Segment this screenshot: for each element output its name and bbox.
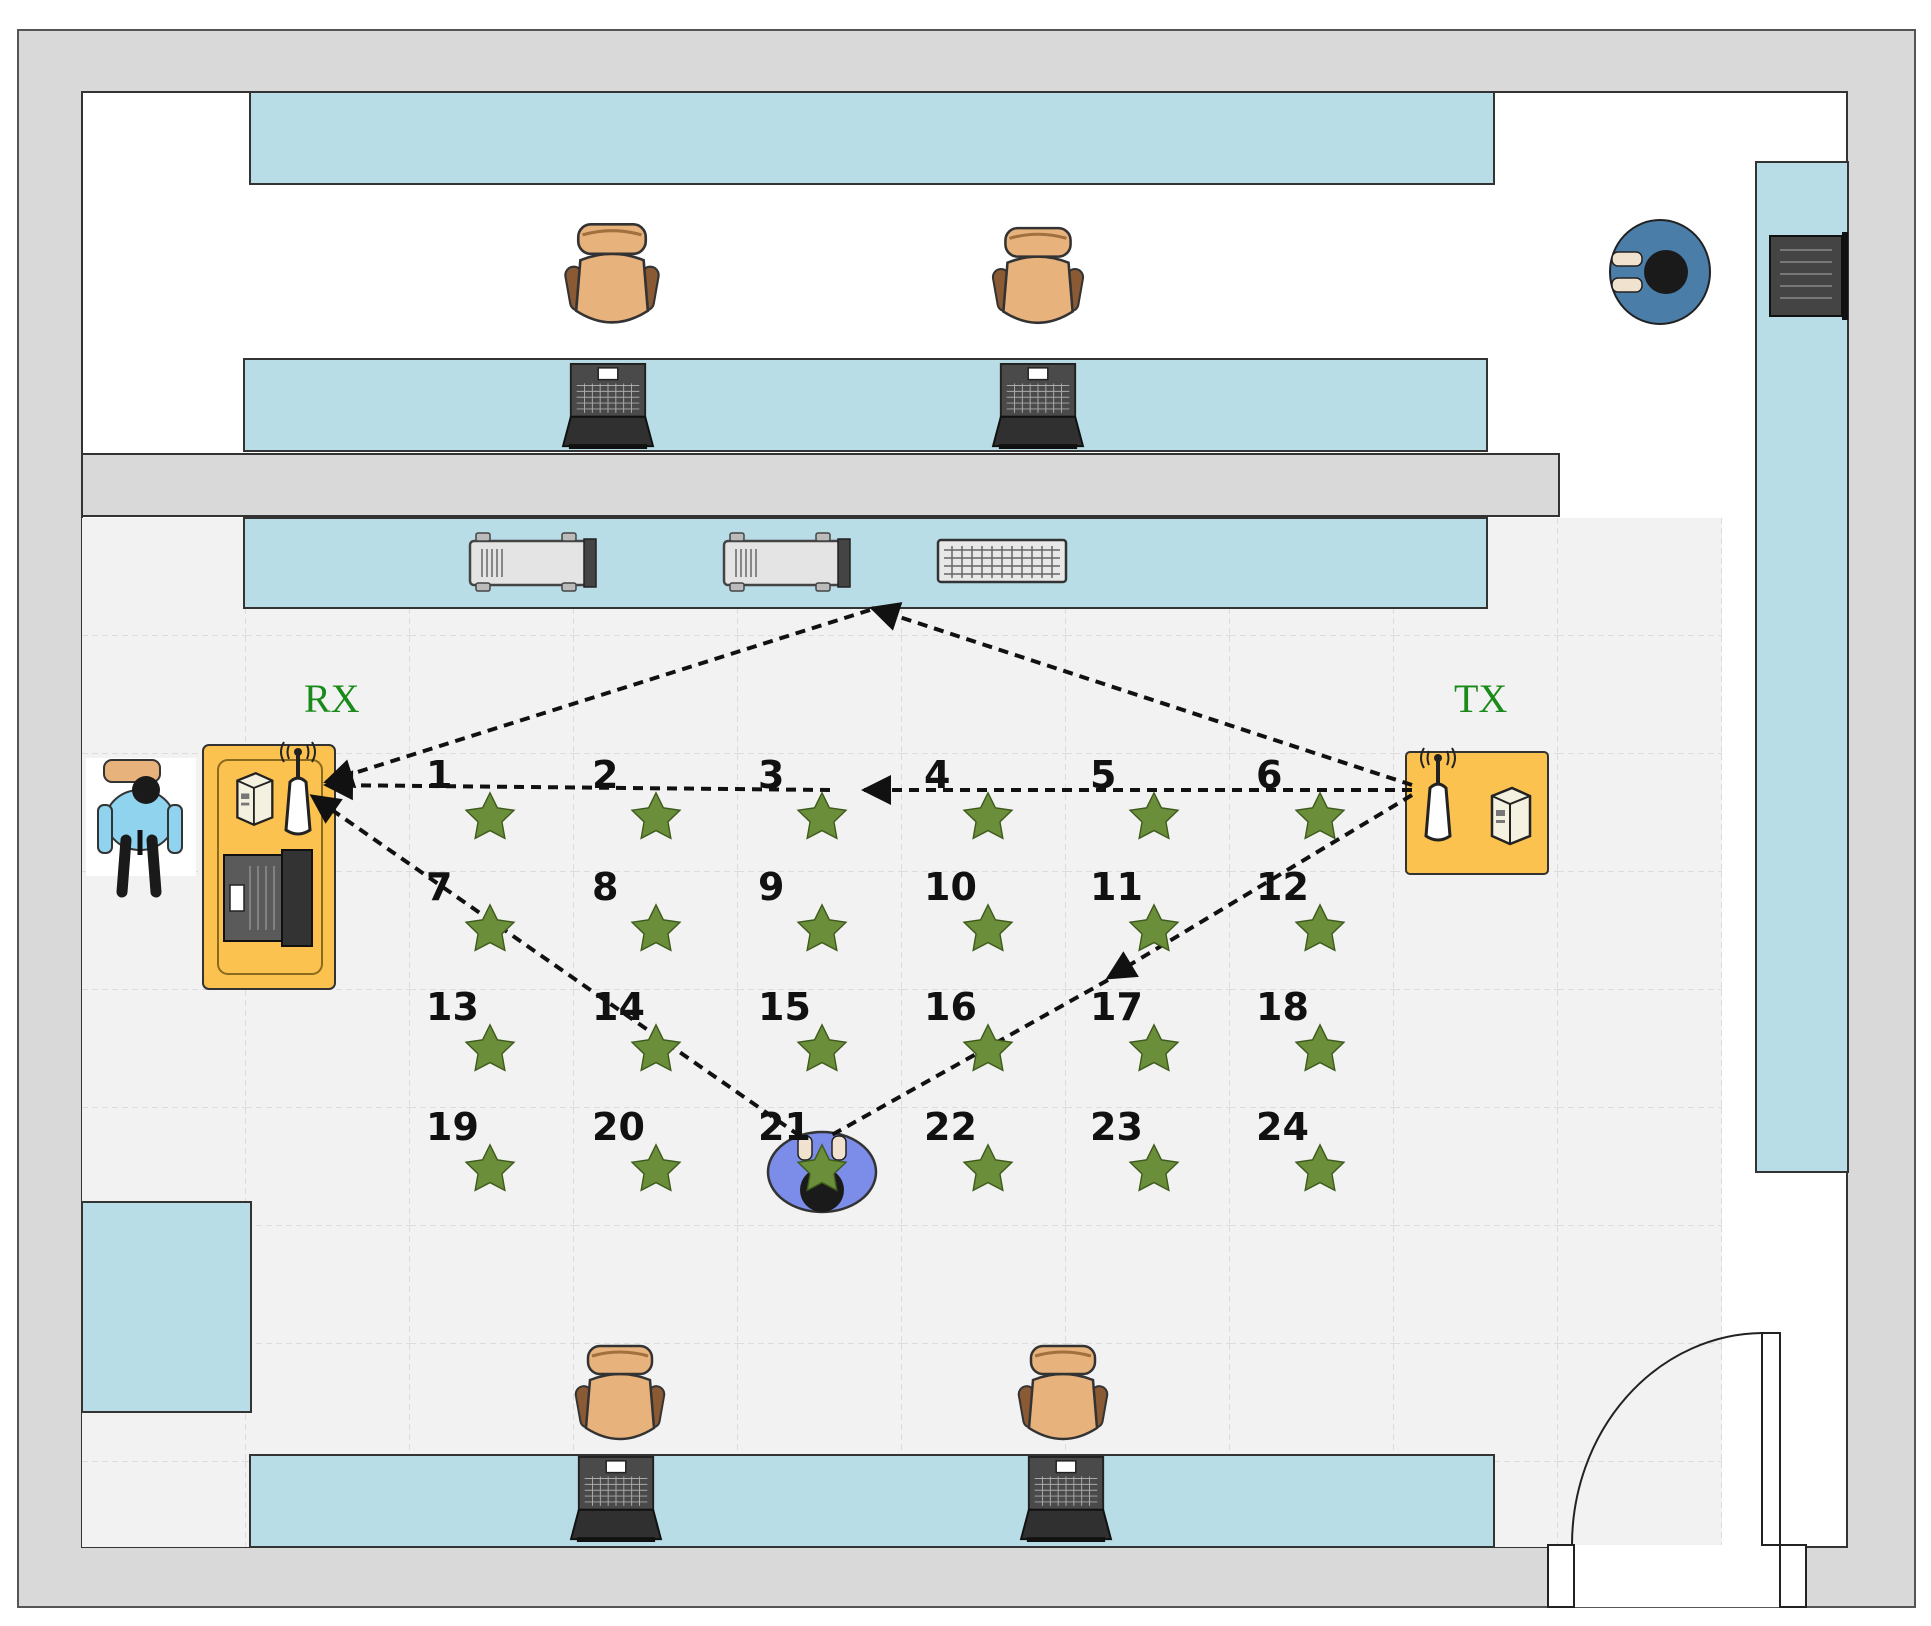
desk-upper-workstations [243, 358, 1488, 452]
person-icon [1609, 219, 1711, 325]
person-icon [86, 758, 196, 898]
point-label: 4 [924, 753, 950, 797]
point-label: 11 [1090, 865, 1143, 909]
point-label: 13 [426, 985, 479, 1029]
server-icon [468, 532, 598, 592]
path-tx-to-person-cont [829, 978, 1109, 1138]
point-label: 7 [426, 865, 452, 909]
computer-icon [236, 772, 274, 826]
point-label: 14 [592, 985, 645, 1029]
keyboard-icon [936, 538, 1068, 584]
equipment [468, 532, 1068, 592]
chair-icon [1015, 1344, 1111, 1441]
chair-icon [562, 222, 662, 325]
desk-top [249, 91, 1495, 185]
point-label: 23 [1090, 1105, 1143, 1149]
point-label: 10 [924, 865, 977, 909]
desks [81, 91, 1849, 1548]
server-icon [722, 532, 852, 592]
point-label: 17 [1090, 985, 1143, 1029]
laptop-icon [223, 849, 313, 947]
point-label: 21 [758, 1105, 811, 1149]
desk-left-small [81, 1201, 252, 1413]
point-label: 6 [1256, 753, 1282, 797]
chair-icon [990, 226, 1086, 325]
tiled-floor [82, 518, 1722, 1547]
rx-station [202, 740, 336, 990]
point-label: 3 [758, 753, 784, 797]
rx-label: RX [304, 676, 360, 721]
point-label: 5 [1090, 753, 1116, 797]
tx-label: TX [1454, 676, 1507, 721]
point-label: 15 [758, 985, 811, 1029]
laptop-icon [561, 362, 655, 450]
chair-icon [572, 1344, 668, 1441]
point-label: 20 [592, 1105, 645, 1149]
point-label: 9 [758, 865, 784, 909]
door-icon [1547, 1332, 1807, 1608]
point-label: 19 [426, 1105, 479, 1149]
point-label: 22 [924, 1105, 977, 1149]
partition-wall [81, 453, 1560, 517]
laptop-icon [569, 1455, 663, 1543]
laptop-icon [991, 362, 1085, 450]
point-label: 12 [1256, 865, 1309, 909]
point-label: 2 [592, 753, 618, 797]
path-person-to-rx [309, 794, 802, 1138]
desk-right-vertical [1755, 161, 1849, 1173]
path-tx-to-reflector [869, 602, 1413, 787]
point-label: 1 [426, 753, 452, 797]
desk-bottom [249, 1454, 1495, 1548]
signal-paths [309, 602, 1414, 1138]
laptop-icon [1019, 1455, 1113, 1543]
desk-equipment [243, 517, 1488, 609]
point-label: 8 [592, 865, 618, 909]
point-label: 24 [1256, 1105, 1309, 1149]
point-label: 16 [924, 985, 977, 1029]
path-tx-to-person [1105, 793, 1414, 980]
laptop-icon [1769, 232, 1848, 320]
computer-icon [1490, 786, 1532, 846]
tx-station [1405, 746, 1549, 875]
point-label: 18 [1256, 985, 1309, 1029]
